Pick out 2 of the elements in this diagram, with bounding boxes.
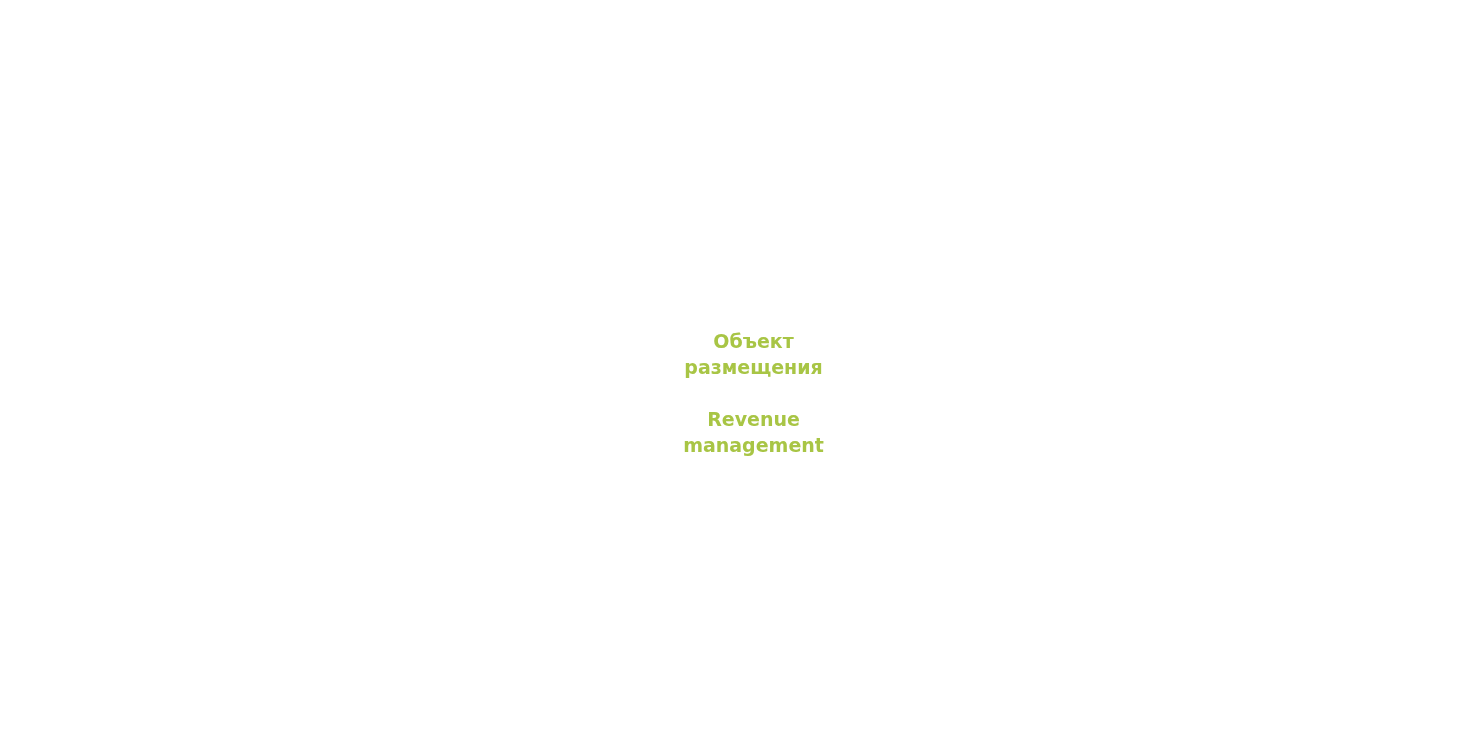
label-text: Revenue management (682, 407, 825, 458)
label-text: Объект размещения (683, 329, 824, 380)
